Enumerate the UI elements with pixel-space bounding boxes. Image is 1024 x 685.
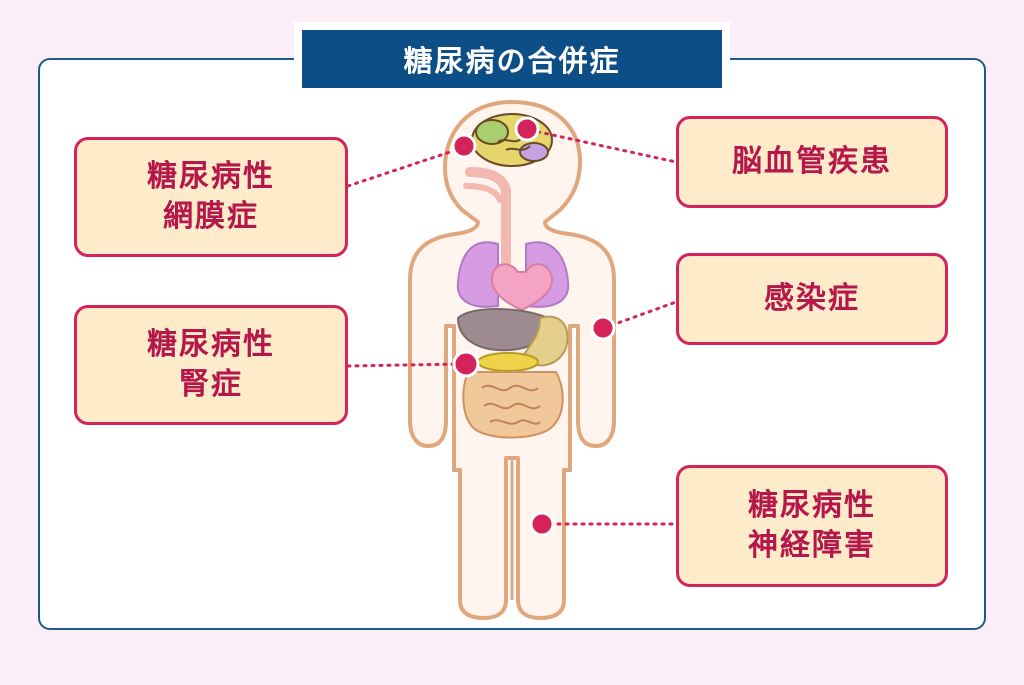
- page-title: 糖尿病の合併症: [302, 30, 722, 88]
- label-neuropathy: 糖尿病性 神経障害: [676, 465, 948, 587]
- label-retinopathy: 糖尿病性 網膜症: [74, 137, 348, 257]
- title-banner: 糖尿病の合併症: [294, 22, 730, 96]
- brain: [471, 113, 553, 167]
- connector-nephropathy: [346, 362, 464, 368]
- pancreas: [477, 352, 539, 372]
- label-nephropathy-line2: 腎症: [179, 367, 243, 402]
- label-cerebrovascular: 脳血管疾患: [676, 116, 948, 208]
- marker-arm: [590, 315, 616, 341]
- label-infection-line1: 感染症: [764, 280, 860, 316]
- marker-eye: [451, 133, 477, 159]
- connector-cerebrovascular: [528, 128, 678, 164]
- label-neuropathy-line2: 神経障害: [748, 528, 876, 563]
- label-neuropathy-line1: 糖尿病性: [748, 487, 876, 523]
- marker-brain: [514, 116, 540, 142]
- label-retinopathy-line2: 網膜症: [163, 199, 259, 234]
- label-retinopathy-line1: 糖尿病性: [147, 158, 275, 194]
- connector-infection: [602, 300, 678, 330]
- esophagus: [465, 167, 511, 267]
- label-nephropathy: 糖尿病性 腎症: [74, 305, 348, 425]
- label-nephropathy-line1: 糖尿病性: [147, 326, 275, 362]
- marker-leg: [529, 511, 555, 537]
- markers: [451, 116, 616, 537]
- marker-kidney: [452, 350, 480, 378]
- label-infection: 感染症: [676, 253, 948, 345]
- label-cerebrovascular-line1: 脳血管疾患: [732, 143, 892, 179]
- stomach: [520, 315, 569, 367]
- connectors: [346, 128, 678, 526]
- intestines: [462, 371, 564, 439]
